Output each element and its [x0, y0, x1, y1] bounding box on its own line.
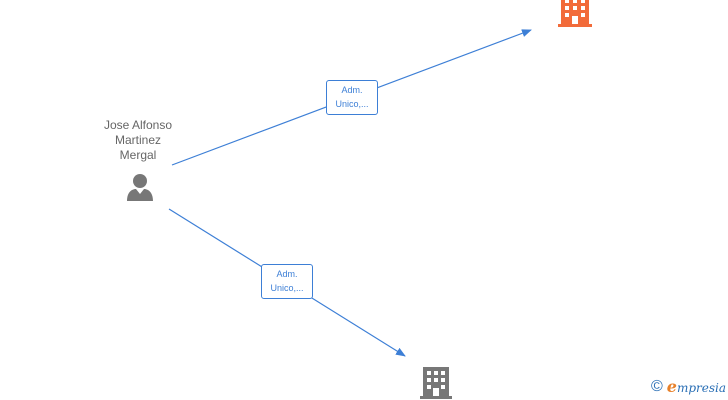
brand-watermark: © empresia [651, 377, 726, 396]
person-name-line-2: Martinez [114, 133, 161, 147]
person-icon[interactable] [124, 172, 156, 204]
person-name[interactable]: Jose Alfonso Martinez Mergal [90, 118, 186, 163]
copyright-icon: © [650, 377, 663, 395]
person-name-line-3: Mergal [119, 148, 157, 162]
building-icon[interactable] [557, 0, 593, 28]
edge-label-bottom-line-1: Adm. [276, 269, 298, 279]
person-name-line-1: Jose Alfonso [103, 118, 173, 132]
edge-label-bottom[interactable]: Adm. Unico,... [261, 264, 313, 299]
edge-label-top[interactable]: Adm. Unico,... [326, 80, 378, 115]
edge-label-top-line-1: Adm. [341, 85, 363, 95]
brand-logo: empresia [666, 377, 726, 396]
edge-label-bottom-line-2: Unico,... [270, 283, 304, 293]
building-icon[interactable] [418, 364, 454, 400]
edge-label-top-line-2: Unico,... [335, 99, 369, 109]
